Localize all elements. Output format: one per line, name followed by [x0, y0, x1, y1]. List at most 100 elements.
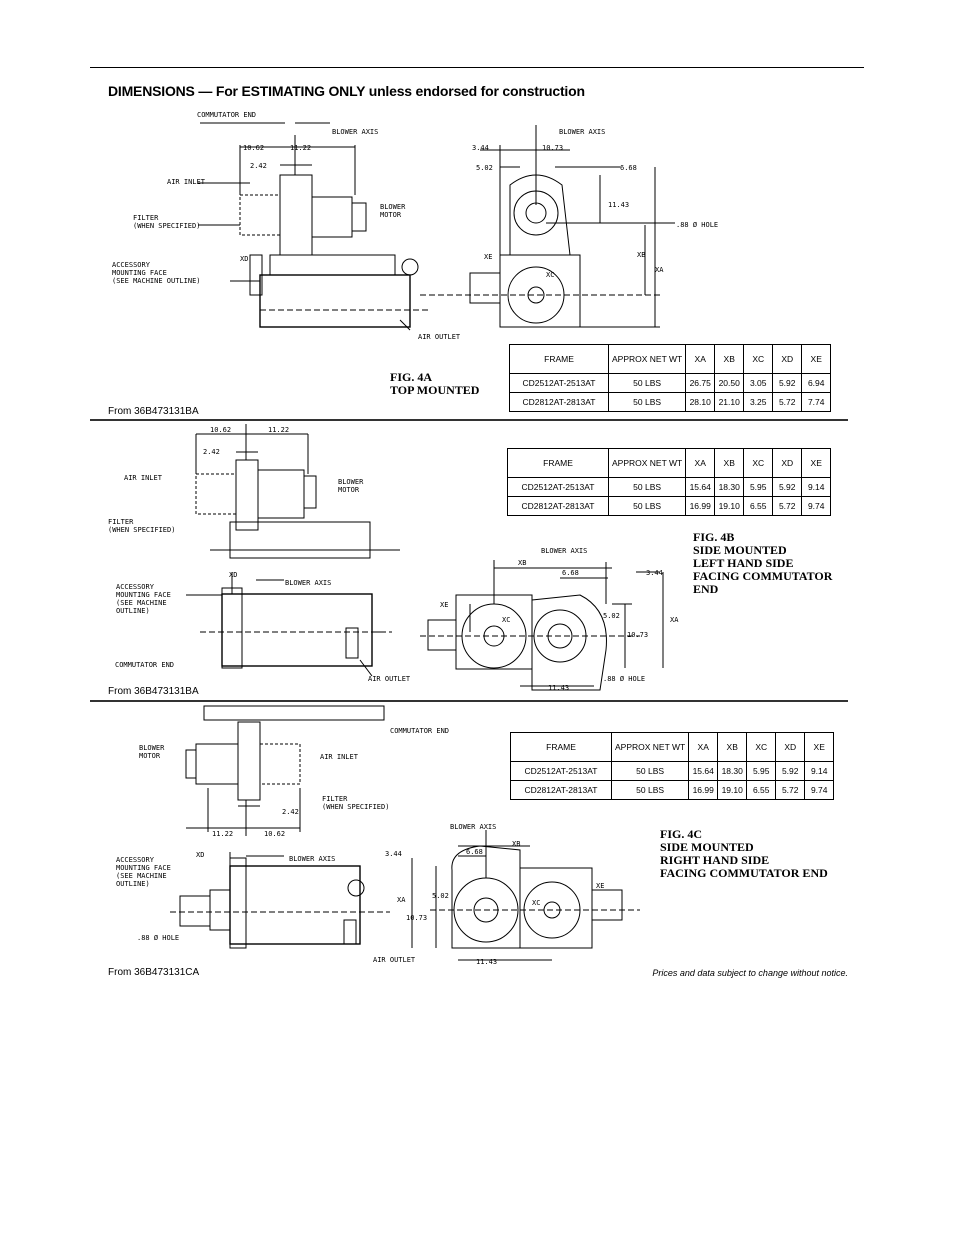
cell: CD2512AT-2513AT	[510, 761, 612, 781]
cell: 18.30	[717, 761, 748, 781]
fig4a-dim-242: 2.42	[250, 162, 267, 170]
fig4b-source: From 36B473131BA	[108, 686, 199, 697]
cell: 3.25	[743, 392, 774, 412]
fig4c-blower-axis-1: BLOWER AXIS	[289, 855, 335, 863]
fig4a-caption: FIG. 4A TOP MOUNTED	[390, 371, 479, 397]
fig4a-xc: XC	[546, 271, 554, 279]
fig4a-caption-line: TOP MOUNTED	[390, 383, 480, 397]
cell: 50 LBS	[610, 761, 690, 781]
col-xb: XB	[717, 732, 748, 762]
fig4b-commutator-end: COMMUTATOR END	[115, 661, 174, 669]
fig4c-filter-1: FILTER	[322, 795, 348, 803]
cell: 5.72	[775, 780, 806, 800]
fig4c-blower-axis-2: BLOWER AXIS	[450, 823, 496, 831]
table-row: CD2812AT-2813AT 50 LBS 28.10 21.10 3.25 …	[509, 392, 832, 412]
fig4a-hole: .88 Ø HOLE	[676, 221, 718, 229]
fig4a-drawing	[198, 122, 675, 331]
fig4b-blower-motor-1: BLOWER	[338, 478, 364, 486]
fig4c-dim-242: 2.42	[282, 808, 299, 816]
fig4b-blower-axis-1: BLOWER AXIS	[285, 579, 331, 587]
table-row: CD2812AT-2813AT 50 LBS 16.99 19.10 6.55 …	[510, 780, 835, 800]
fig4b-dim-668: 6.68	[562, 569, 579, 577]
table-row: CD2512AT-2513AT 50 LBS 26.75 20.50 3.05 …	[509, 373, 832, 393]
fig4a-dim-502: 5.02	[476, 164, 493, 172]
price-notice: Prices and data subject to change withou…	[652, 968, 848, 978]
fig4c-dim-1143: 11.43	[476, 958, 497, 966]
separator-1	[90, 419, 848, 421]
cell: 6.55	[746, 780, 777, 800]
fig4a-dim-1143: 11.43	[608, 201, 629, 209]
fig4c-dim-1073: 10.73	[406, 914, 427, 922]
fig4b-xa: XA	[670, 616, 679, 624]
fig4c-accessory-1: ACCESSORY	[116, 856, 155, 864]
fig4c-dim-668: 6.68	[466, 848, 483, 856]
col-net-wt: APPROX NET WT	[607, 448, 687, 478]
fig4a-dim-1062: 10.62	[243, 144, 264, 152]
fig4c-accessory-3: (SEE MACHINE	[116, 872, 167, 880]
fig4a-table: FRAME APPROX NET WT XA XB XC XD XE CD251…	[509, 344, 832, 412]
fig4b-caption-line: FIG. 4B	[693, 530, 735, 544]
col-frame: FRAME	[510, 732, 612, 762]
fig4b-blower-axis-2: BLOWER AXIS	[541, 547, 587, 555]
fig4b-accessory-2: MOUNTING FACE	[116, 591, 171, 599]
col-xc: XC	[746, 732, 777, 762]
cell: 5.92	[775, 761, 806, 781]
fig4c-air-outlet: AIR OUTLET	[373, 956, 416, 964]
fig4c-source: From 36B473131CA	[108, 967, 200, 978]
fig4a-accessory-1: ACCESSORY	[112, 261, 151, 269]
fig4b-filter-1: FILTER	[108, 518, 134, 526]
table-row: CD2812AT-2813AT 50 LBS 16.99 19.10 6.55 …	[507, 496, 832, 516]
fig4a-xe: XE	[484, 253, 492, 261]
fig4b-air-outlet: AIR OUTLET	[368, 675, 411, 683]
fig4b-xd: XD	[229, 571, 237, 579]
fig4c-commutator-end: COMMUTATOR END	[390, 727, 449, 735]
cell: 5.95	[746, 761, 777, 781]
cell: CD2812AT-2813AT	[510, 780, 612, 800]
fig4c-caption-line: FIG. 4C	[660, 827, 702, 841]
col-xb: XB	[714, 344, 745, 374]
fig4b-caption-line: END	[693, 582, 719, 596]
fig4b-xe: XE	[440, 601, 448, 609]
fig4a-blower-axis-1: BLOWER AXIS	[332, 128, 378, 136]
fig4b-dim-502: 5.02	[603, 612, 620, 620]
fig4c-air-inlet: AIR INLET	[320, 753, 359, 761]
fig4a-filter-2: (WHEN SPECIFIED)	[133, 222, 200, 230]
fig4b-xb: XB	[518, 559, 526, 567]
fig4c-table: FRAME APPROX NET WT XA XB XC XD XE CD251…	[510, 732, 835, 800]
fig4b-dim-242: 2.42	[203, 448, 220, 456]
cell: CD2812AT-2813AT	[509, 392, 609, 412]
fig4b-air-inlet: AIR INLET	[124, 474, 163, 482]
fig4c-accessory-2: MOUNTING FACE	[116, 864, 171, 872]
fig4c-caption-line: SIDE MOUNTED	[660, 840, 754, 854]
fig4a-accessory-3: (SEE MACHINE OUTLINE)	[112, 277, 201, 285]
cell: 5.72	[772, 496, 803, 516]
fig4a-xb: XB	[637, 251, 645, 259]
col-frame: FRAME	[507, 448, 609, 478]
col-net-wt: APPROX NET WT	[610, 732, 690, 762]
fig4a-source: From 36B473131BA	[108, 406, 199, 417]
fig4b-dim-1062: 10.62	[210, 426, 231, 434]
cell: 9.14	[804, 761, 835, 781]
col-xa: XA	[688, 732, 719, 762]
fig4b-caption-line: FACING COMMUTATOR	[693, 569, 833, 583]
cell: 9.74	[801, 496, 832, 516]
fig4c-blower-motor-1: BLOWER	[139, 744, 165, 752]
fig4b-dim-1143: 11.43	[548, 684, 569, 692]
table-row: CD2512AT-2513AT 50 LBS 15.64 18.30 5.95 …	[510, 761, 835, 781]
fig4c-dim-1122: 11.22	[212, 830, 233, 838]
cell: 9.74	[804, 780, 835, 800]
col-xe: XE	[804, 732, 835, 762]
fig4a-dim-344: 3.44	[472, 144, 489, 152]
fig4c-xd: XD	[196, 851, 204, 859]
fig4c-xe: XE	[596, 882, 604, 890]
fig4a-blower-motor-2: MOTOR	[380, 211, 402, 219]
fig4a-blower-motor-1: BLOWER	[380, 203, 406, 211]
fig4c-hole: .88 Ø HOLE	[137, 934, 179, 942]
col-net-wt: APPROX NET WT	[607, 344, 687, 374]
col-xe: XE	[801, 344, 832, 374]
fig4b-blower-motor-2: MOTOR	[338, 486, 360, 494]
fig4c-dim-502: 5.02	[432, 892, 449, 900]
col-xd: XD	[775, 732, 806, 762]
